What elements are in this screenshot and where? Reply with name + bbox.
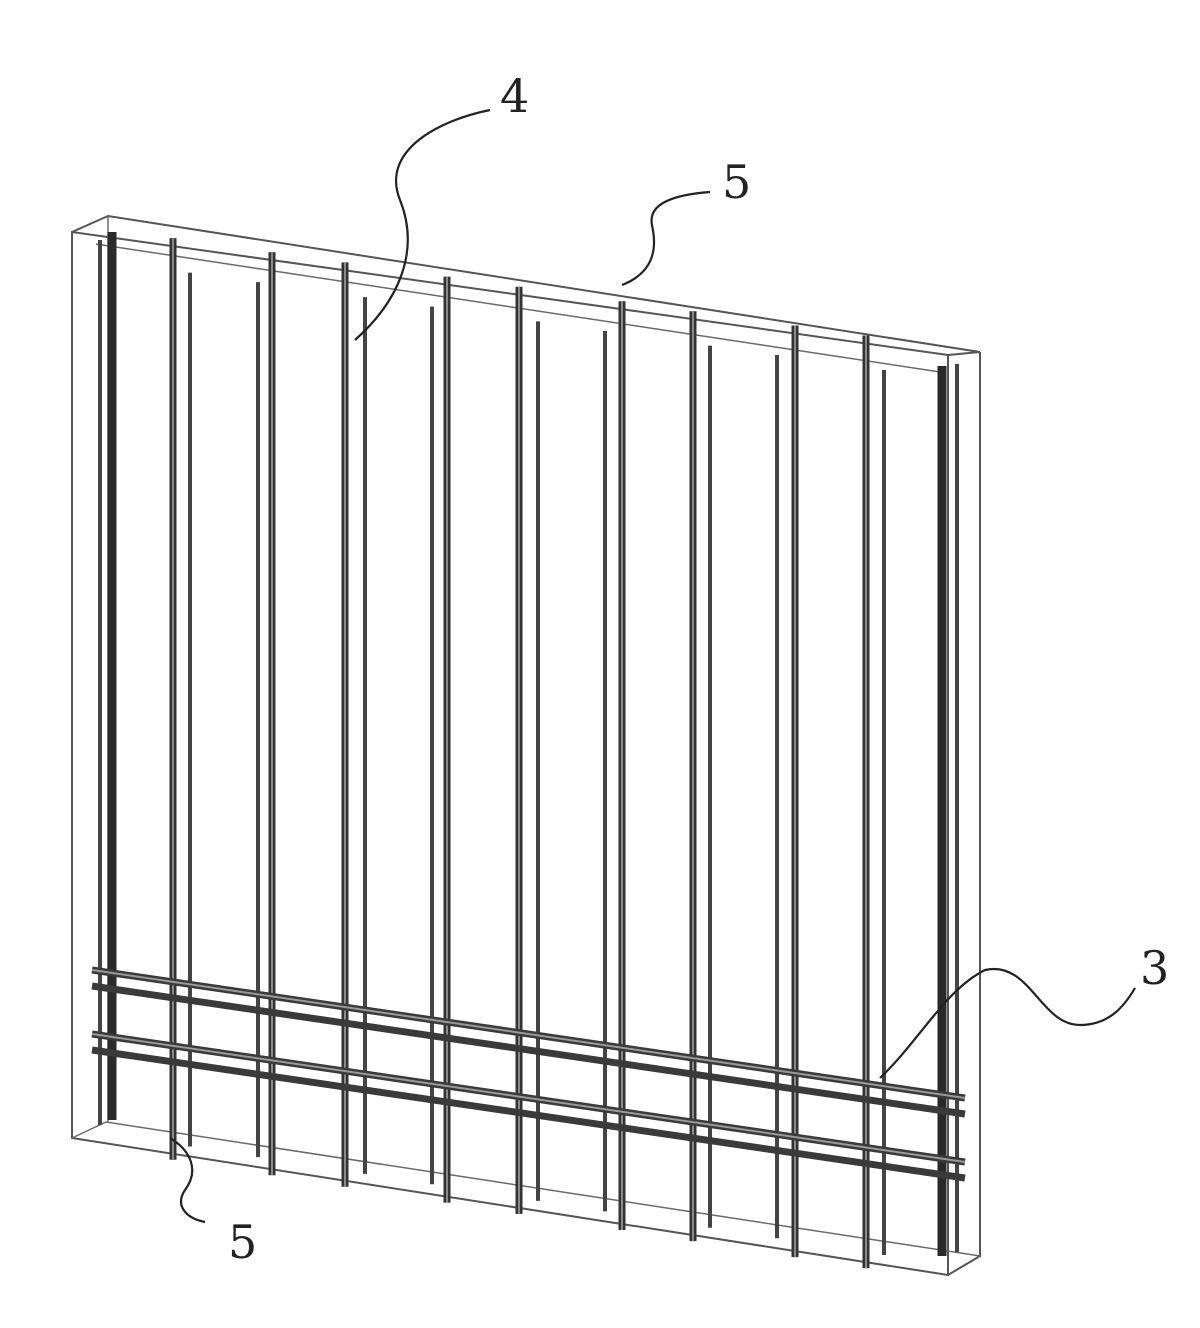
label-3: 3 bbox=[1140, 941, 1169, 995]
leader-4 bbox=[354, 108, 491, 341]
horizontal-bars bbox=[91, 966, 966, 1182]
label-5-bottom: 5 bbox=[228, 1215, 257, 1269]
leader-3 bbox=[879, 967, 1136, 1079]
edge-columns bbox=[98, 232, 959, 1256]
leader-5-top bbox=[621, 190, 711, 287]
leader-5-bottom bbox=[169, 1137, 206, 1224]
label-4: 4 bbox=[500, 69, 529, 123]
label-5-top: 5 bbox=[722, 155, 751, 209]
leader-lines bbox=[169, 108, 1136, 1224]
